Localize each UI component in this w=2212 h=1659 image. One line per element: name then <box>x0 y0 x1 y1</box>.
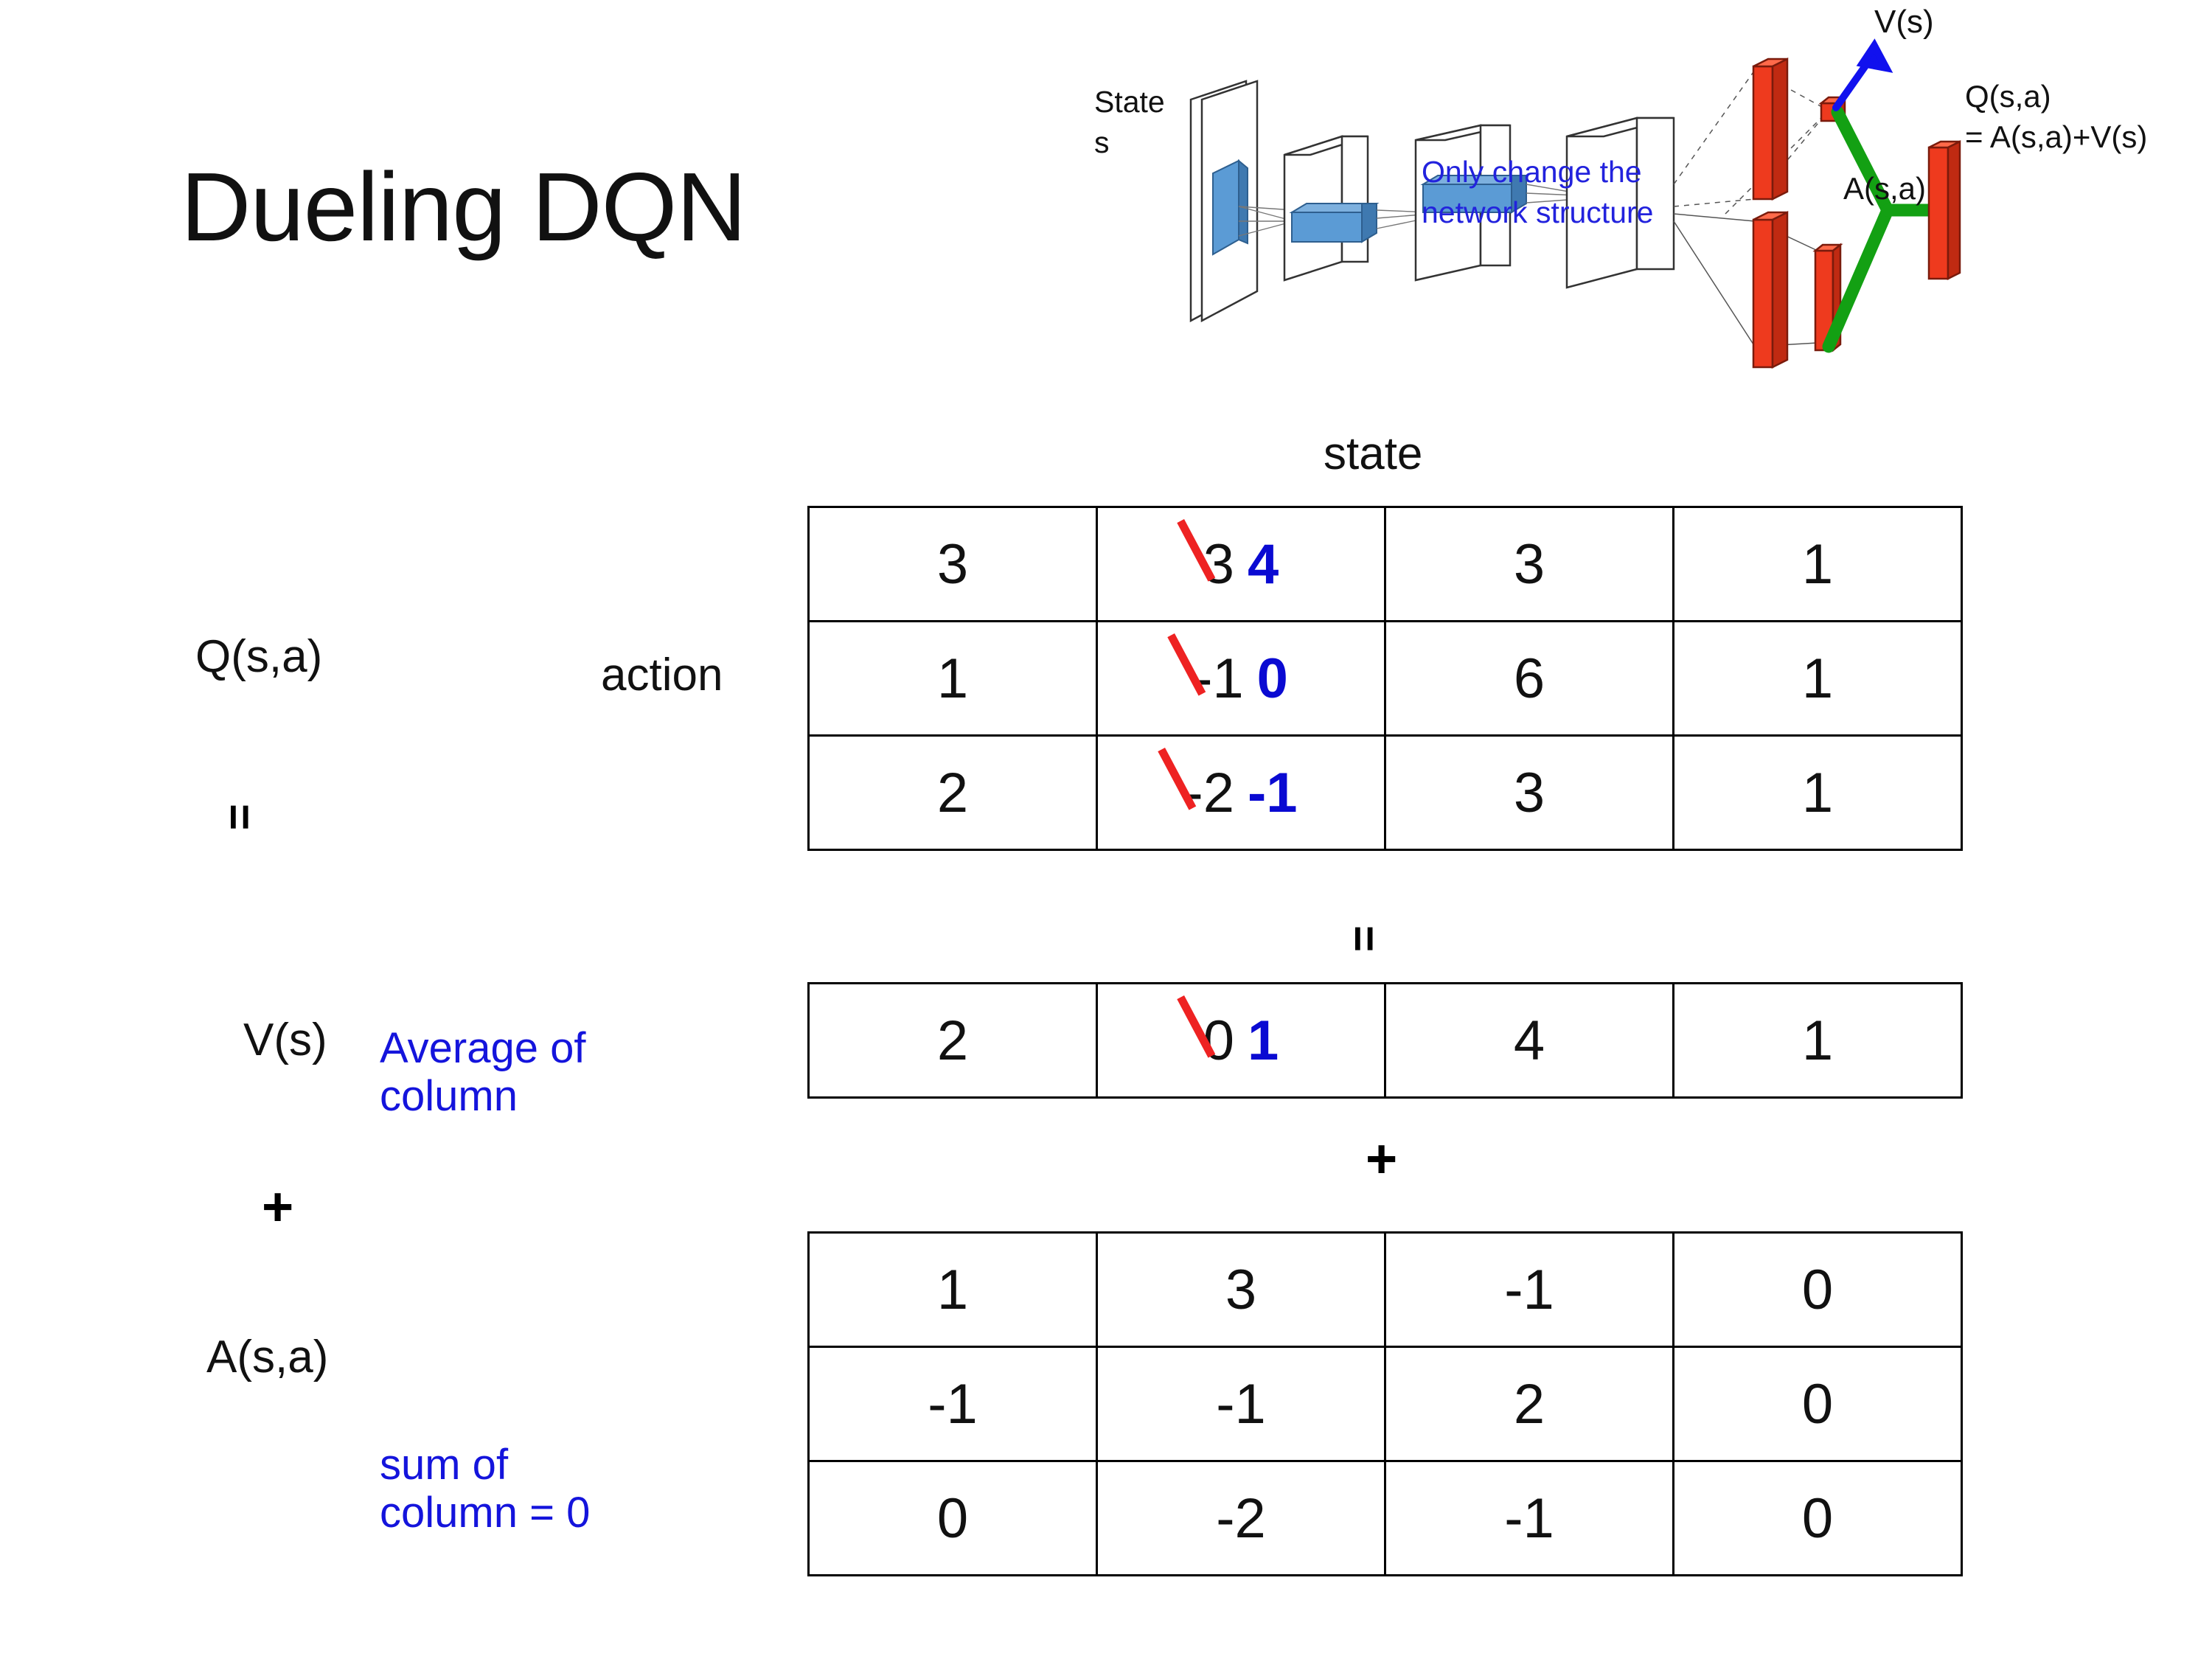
q-cell-r0c2: 3 <box>1384 506 1674 622</box>
q-cell-r1c0: 1 <box>807 620 1098 737</box>
v-old-value: 0 <box>1203 1009 1234 1072</box>
v-value-table: 2 0 1 4 1 <box>807 982 1963 1099</box>
diagram-note-line2: network structure <box>1422 195 1653 229</box>
diagram-note-line1: Only change the <box>1422 155 1642 189</box>
v-cell-c3: 1 <box>1672 982 1963 1099</box>
q-matrix-label: Q(s,a) <box>195 631 323 682</box>
equals-sign-left: = <box>214 804 265 831</box>
a-cell-r2c3: 0 <box>1672 1460 1963 1576</box>
q-cell-r1c1: -1 0 <box>1096 620 1386 737</box>
equals-sign-middle: = <box>1338 925 1389 953</box>
a-cell-r0c3: 0 <box>1672 1231 1963 1348</box>
sum-note-line2: column = 0 <box>380 1488 591 1537</box>
a-output-label: A(s,a) <box>1843 171 1926 206</box>
v-matrix-label: V(s) <box>243 1015 327 1065</box>
state-axis-label: state <box>1324 428 1423 479</box>
a-cell-r1c3: 0 <box>1672 1346 1963 1462</box>
q-new-value-r2: -1 <box>1248 761 1298 824</box>
plus-sign-middle: + <box>1366 1128 1398 1189</box>
q-old-value-r2: -2 <box>1184 761 1234 824</box>
q-cell-r0c0: 3 <box>807 506 1098 622</box>
a-cell-r1c0: -1 <box>807 1346 1098 1462</box>
q-new-value-r0: 4 <box>1248 532 1279 596</box>
a-cell-r0c0: 1 <box>807 1231 1098 1348</box>
a-cell-r1c1: -1 <box>1096 1346 1386 1462</box>
table-row: 2 0 1 4 1 <box>807 982 1963 1099</box>
table-row: -1 -1 2 0 <box>807 1346 1963 1462</box>
a-cell-r2c0: 0 <box>807 1460 1098 1576</box>
q-new-value-r1: 0 <box>1256 647 1288 710</box>
sum-note-line1: sum of <box>380 1441 509 1489</box>
average-note-line1: Average of <box>380 1024 586 1072</box>
table-row: 1 3 -1 0 <box>807 1231 1963 1348</box>
average-note-line2: column <box>380 1071 518 1120</box>
q-cell-r2c1: -2 -1 <box>1096 734 1386 851</box>
a-cell-r1c2: 2 <box>1384 1346 1674 1462</box>
v-new-value: 1 <box>1248 1009 1279 1072</box>
q-cell-r2c0: 2 <box>807 734 1098 851</box>
table-row: 2 -2 -1 3 1 <box>807 734 1963 851</box>
q-old-value-r1: -1 <box>1194 647 1244 710</box>
q-cell-r1c2: 6 <box>1384 620 1674 737</box>
q-cell-r0c1: 3 4 <box>1096 506 1386 622</box>
q-old-value-r0: 3 <box>1203 532 1234 596</box>
average-of-column-note: Average of column <box>380 1024 586 1121</box>
dueling-network-diagram: State s V(s) Q(s,a) = A(s,a)+V(s) A(s,a)… <box>1091 0 2212 413</box>
q-cell-r1c3: 1 <box>1672 620 1963 737</box>
a-cell-r0c2: -1 <box>1384 1231 1674 1348</box>
sum-of-column-note: sum of column = 0 <box>380 1441 590 1537</box>
v-output-label: V(s) <box>1874 4 1934 40</box>
action-axis-label: action <box>601 650 723 700</box>
q-value-table: 3 3 4 3 1 1 -1 0 6 1 2 -2 -1 3 1 <box>807 506 1963 851</box>
state-label-line1: State <box>1094 85 1165 119</box>
plus-sign-left: + <box>262 1176 294 1237</box>
q-cell-r0c3: 1 <box>1672 506 1963 622</box>
q-output-label-line1: Q(s,a) <box>1965 79 2051 114</box>
state-label-line2: s <box>1094 125 1110 159</box>
v-cell-c1: 0 1 <box>1096 982 1386 1099</box>
v-cell-c0: 2 <box>807 982 1098 1099</box>
a-cell-r2c1: -2 <box>1096 1460 1386 1576</box>
a-value-table: 1 3 -1 0 -1 -1 2 0 0 -2 -1 0 <box>807 1231 1963 1576</box>
q-cell-r2c3: 1 <box>1672 734 1963 851</box>
table-row: 3 3 4 3 1 <box>807 506 1963 622</box>
table-row: 0 -2 -1 0 <box>807 1460 1963 1576</box>
table-row: 1 -1 0 6 1 <box>807 620 1963 737</box>
q-output-label-line2: = A(s,a)+V(s) <box>1965 119 2147 154</box>
q-cell-r2c2: 3 <box>1384 734 1674 851</box>
page-title: Dueling DQN <box>181 153 747 261</box>
a-cell-r0c1: 3 <box>1096 1231 1386 1348</box>
a-matrix-label: A(s,a) <box>206 1332 329 1382</box>
v-cell-c2: 4 <box>1384 982 1674 1099</box>
a-cell-r2c2: -1 <box>1384 1460 1674 1576</box>
